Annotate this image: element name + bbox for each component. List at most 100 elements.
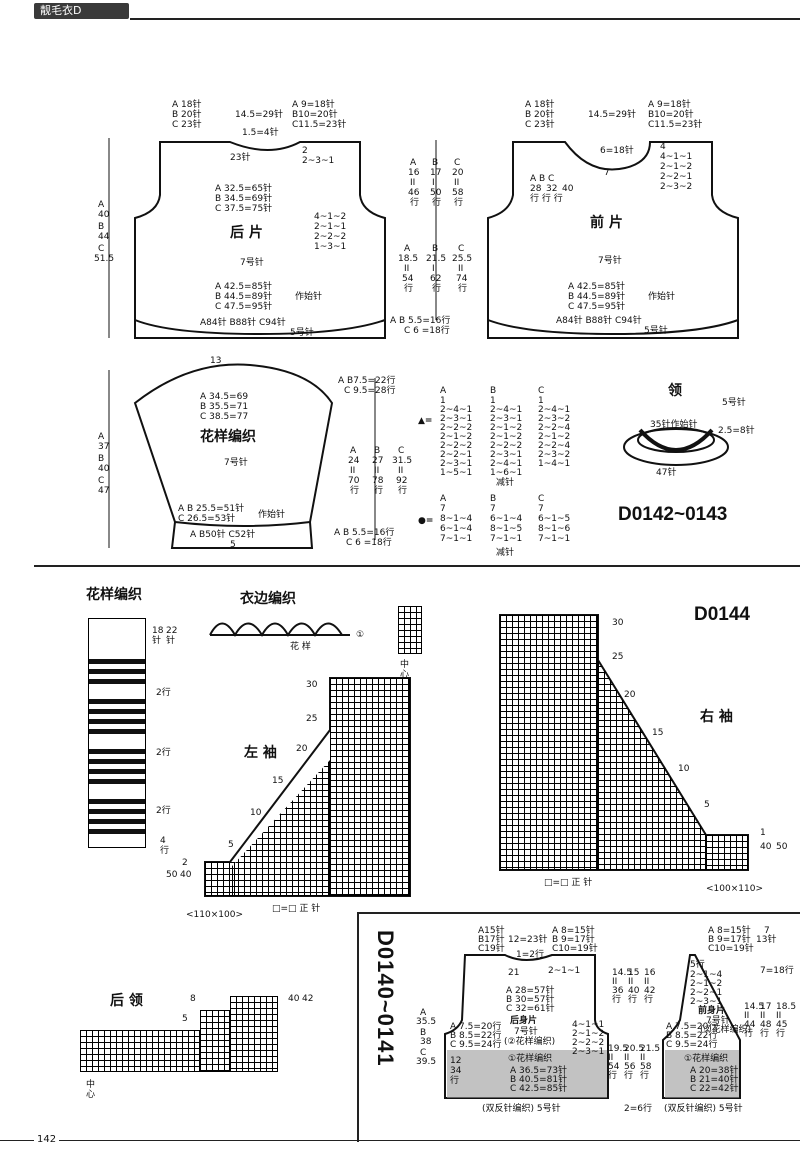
- dec1-a-6: 2~2~2: [440, 441, 473, 451]
- pattern-code-main: D0142~0143: [618, 504, 728, 525]
- bn-center-2: 心: [86, 1090, 96, 1100]
- front-neck-dec-2: 4~1~1: [660, 152, 693, 162]
- col2-rb: 62: [430, 274, 442, 284]
- pat-bottom: 4: [160, 836, 166, 846]
- front-hem-a: A 42.5=85针: [568, 282, 626, 292]
- sleeve-rib: A B50针 C52针: [190, 530, 256, 540]
- inset-fc-3-2: 行: [776, 1029, 786, 1039]
- inset-c2-1-0: II: [608, 1053, 614, 1063]
- legend-left: □=□ 正 针: [272, 904, 321, 914]
- back-arm-dec-2: 2~1~1: [314, 222, 347, 232]
- sleeve-rib-len: 5: [230, 540, 236, 550]
- stripe-row: [89, 809, 145, 814]
- sleeve-col-a: A: [350, 446, 357, 456]
- inset-c1-2-0: 36: [612, 986, 624, 996]
- inset-front-cap-b: B 8.5=22行: [666, 1031, 718, 1041]
- col2-ea: II: [404, 264, 410, 274]
- inset-c1-3-0: 行: [612, 995, 622, 1005]
- back-rib-needle: 5号针: [290, 328, 314, 338]
- inset-front-cap-c: C 9.5=24行: [666, 1040, 718, 1050]
- inset-c2-1-1: II: [624, 1053, 630, 1063]
- col2-uc: 行: [458, 284, 468, 294]
- back-chest-a: A 32.5=65针: [215, 184, 273, 194]
- inset-c1-3-2: 行: [644, 995, 654, 1005]
- inset-back-len-cv: 39.5: [416, 1057, 437, 1067]
- inset-back-cap-b: B 8.5=22行: [450, 1031, 502, 1041]
- dec1-c-6: 2~2~4: [538, 441, 571, 451]
- collar-title: 领: [668, 383, 682, 399]
- back-chest-b: B 34.5=69针: [215, 194, 273, 204]
- col2-eb: II: [432, 264, 438, 274]
- dec1-c-1: 1: [538, 396, 544, 406]
- inset-c1-3-1: 行: [628, 995, 638, 1005]
- stripe-row: [89, 819, 145, 824]
- sleeve-len-c-v: 47: [98, 486, 110, 496]
- dec2-foot: 减针: [496, 548, 515, 558]
- col1-ea: II: [410, 178, 416, 188]
- inset-back-len-bv: 38: [420, 1037, 432, 1047]
- inset-col2-bottom: 2=6行: [624, 1104, 652, 1114]
- inset-back-len-a: A: [420, 1008, 427, 1018]
- col1-b: B: [432, 158, 439, 168]
- left-tick-10: 10: [250, 808, 262, 818]
- dec2-c-4: 7~1~1: [538, 534, 571, 544]
- front-rib-needle: 5号针: [644, 326, 668, 336]
- pattern-code-d0140: D0140~0141: [373, 930, 398, 1067]
- col1-uc: 行: [454, 198, 464, 208]
- col1-c: C: [454, 158, 461, 168]
- bn-mark-42: 42: [302, 994, 314, 1004]
- edge-chart-title: 衣边编织: [240, 591, 296, 607]
- left-tick-30: 30: [306, 680, 318, 690]
- stripe-rows: [89, 659, 145, 849]
- inset-front-dec-3: 2~2~1: [690, 988, 723, 998]
- sleeve-cuff-c: C 26.5=53针: [178, 514, 236, 524]
- col1-eb: II: [432, 178, 438, 188]
- front-neck-a: A 9=18针: [648, 100, 691, 110]
- inset-fc-0-1: 17: [760, 1002, 772, 1012]
- sleeve-col-ua: 行: [350, 486, 360, 496]
- dec1-b-7: 2~3~1: [490, 450, 523, 460]
- stripe-row: [89, 769, 145, 774]
- back-arm-dec-3: 2~2~2: [314, 232, 347, 242]
- col1-vb: 17: [430, 168, 442, 178]
- dec1-head-c: C: [538, 386, 545, 396]
- right-mark-1: 1: [760, 828, 766, 838]
- col2-ec: II: [458, 264, 464, 274]
- front-side-b: 32: [546, 184, 558, 194]
- sleeve-w-b: B 35.5=71: [200, 402, 249, 412]
- dec2-head-c: C: [538, 494, 545, 504]
- sleeve-col-vb: 27: [372, 456, 384, 466]
- left-sleeve-title: 左 袖: [244, 745, 277, 761]
- dec1-a-5: 2~1~2: [440, 432, 473, 442]
- front-side-a: 28: [530, 184, 542, 194]
- col1-ec: II: [454, 178, 460, 188]
- back-neck-a: A 9=18针: [292, 100, 335, 110]
- inset-back-hem-b: B 40.5=81针: [510, 1075, 568, 1085]
- inset-back-ch-b: B 30=57针: [506, 995, 555, 1005]
- page-header: 靓毛衣D: [0, 0, 800, 22]
- sleeve-col-eb: II: [374, 466, 380, 476]
- sleeve-cuff-ab: A B 25.5=51针: [178, 504, 245, 514]
- inset-c2-1-2: II: [640, 1053, 646, 1063]
- inset-back-neck: 12=23针: [508, 935, 548, 945]
- left-sleeve-grid-upper: [330, 678, 410, 896]
- legend-right: □=□ 正 针: [544, 878, 593, 888]
- col2-c: C: [458, 244, 465, 254]
- center-mini-grid: [398, 606, 422, 654]
- inset-c1-0-2: 16: [644, 968, 656, 978]
- inset-back-cap-a: A 7.5=20行: [450, 1022, 502, 1032]
- back-neck-dec2: 2~3~1: [302, 156, 335, 166]
- back-neck-grid-low: [80, 1030, 200, 1072]
- dec1-b-2: 2~4~1: [490, 405, 523, 415]
- inset-back-ch-c: C 32=61针: [506, 1004, 555, 1014]
- dec2-a-1: 7: [440, 504, 446, 514]
- front-neck-c: C11.5=23针: [648, 120, 703, 130]
- inset-front-side: 7: [764, 926, 770, 936]
- stripe-row: [89, 669, 145, 674]
- col1-ub: 行: [432, 198, 442, 208]
- pat-gap-1: 2行: [156, 688, 171, 698]
- page-number: 142: [34, 1134, 60, 1145]
- left-mark-2: 2: [182, 858, 188, 868]
- sleeve-len-c: C: [98, 476, 105, 486]
- sleeve-col-c: C: [398, 446, 405, 456]
